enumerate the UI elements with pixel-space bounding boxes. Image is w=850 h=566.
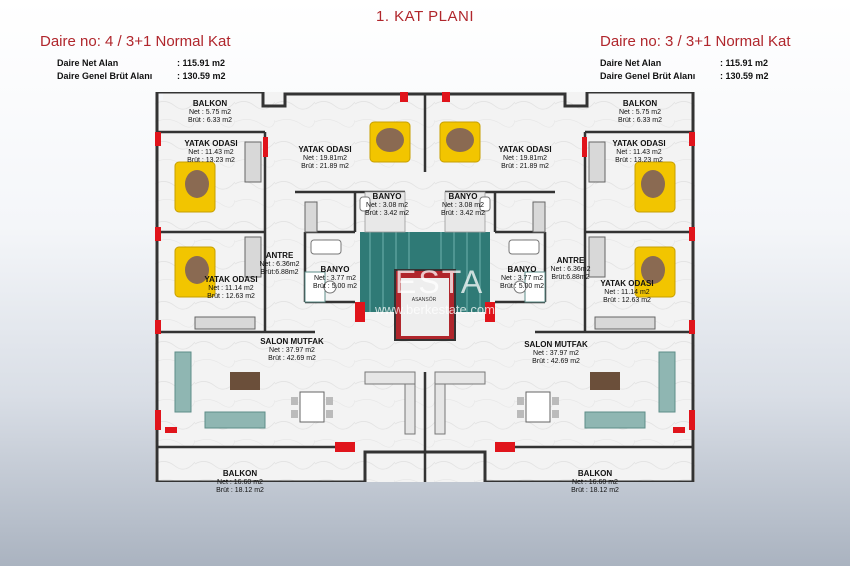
elevator-label: ASANSÖR <box>411 297 437 303</box>
dining-tables <box>299 391 551 423</box>
floor-plan <box>155 92 695 482</box>
unit-3-net-area: Daire Net Alan: 115.91 m2 <box>600 58 769 68</box>
coffee-tables <box>230 372 620 390</box>
bath-fixtures <box>310 196 540 294</box>
outer-walls <box>155 92 695 482</box>
kitchen-counters <box>364 371 486 435</box>
unit-3-gross-area: Daire Genel Brüt Alanı: 130.59 m2 <box>600 71 769 81</box>
page-title: 1. KAT PLANI <box>376 8 474 25</box>
watermark-brand: ESTA <box>395 264 485 300</box>
unit-3-header: Daire no: 3 / 3+1 Normal Kat <box>600 33 791 50</box>
sofas <box>174 271 676 429</box>
dining-chairs <box>291 397 559 418</box>
structural-columns <box>155 92 695 452</box>
unit-4-net-area: Daire Net Alan: 115.91 m2 <box>57 58 226 68</box>
watermark-url: www.berkestate.com <box>375 302 495 317</box>
unit-4-header: Daire no: 4 / 3+1 Normal Kat <box>40 33 231 50</box>
bed-blankets <box>185 128 665 284</box>
interior-walls <box>157 94 693 482</box>
wardrobes <box>194 141 656 330</box>
stair-core <box>360 232 490 341</box>
entry-stairs <box>364 191 486 233</box>
unit-4-gross-area: Daire Genel Brüt Alanı: 130.59 m2 <box>57 71 226 81</box>
